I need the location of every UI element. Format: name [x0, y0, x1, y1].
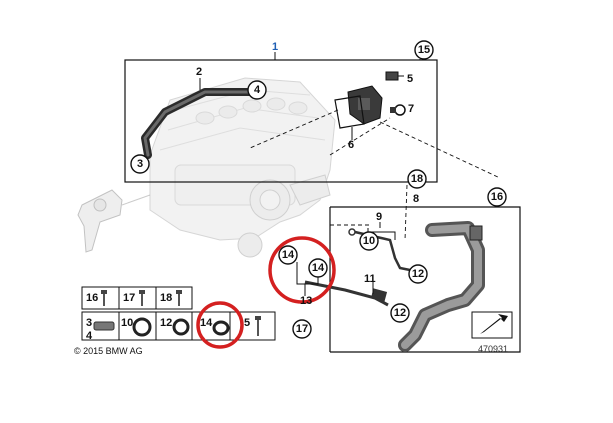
breather-hose-part — [141, 78, 254, 159]
callout-3: 3 — [130, 154, 150, 174]
callout-17: 17 — [292, 319, 312, 339]
table-label-18: 18 — [160, 292, 172, 304]
callout-18: 18 — [407, 169, 427, 189]
label-8: 8 — [413, 193, 419, 205]
table-label-16: 16 — [86, 292, 98, 304]
coolant-pipe-part — [398, 221, 485, 352]
highlight-circles — [196, 236, 336, 349]
upper-assembly-frame — [124, 59, 438, 183]
table-label-12: 12 — [160, 317, 172, 329]
callout-12-upper: 12 — [408, 264, 428, 284]
svg-text:10: 10 — [363, 235, 375, 247]
parts-table-labels: 16 17 18 3 4 10 12 14 5 — [86, 292, 250, 342]
view-direction-box — [471, 311, 513, 339]
table-part-icons — [93, 290, 261, 337]
table-label-10: 10 — [121, 317, 133, 329]
table-label-4: 4 — [86, 330, 93, 342]
svg-text:15: 15 — [418, 44, 430, 56]
coolant-housing-part — [334, 71, 406, 140]
callout-12-lower: 12 — [390, 303, 410, 323]
callout-15: 15 — [414, 40, 434, 60]
svg-text:17: 17 — [296, 323, 308, 335]
label-2: 2 — [196, 66, 202, 78]
svg-text:18: 18 — [411, 173, 423, 185]
svg-text:3: 3 — [137, 158, 143, 170]
top-assembly-label: 1 — [272, 41, 278, 53]
highlight-circle-table — [196, 301, 244, 349]
svg-text:16: 16 — [491, 191, 503, 203]
callout-14-left: 14 — [278, 245, 298, 265]
table-label-3: 3 — [86, 317, 92, 329]
label-7: 7 — [408, 103, 414, 115]
highlight-circle-hose — [268, 236, 336, 304]
high-pressure-pump-illustration — [77, 189, 151, 253]
part-number-labels: 1 2 5 6 7 8 9 11 13 — [196, 41, 419, 307]
label-5: 5 — [407, 73, 413, 85]
label-11: 11 — [364, 273, 376, 285]
svg-text:14: 14 — [312, 262, 325, 274]
small-coolant-line-part — [348, 228, 411, 272]
copyright-text: © 2015 BMW AG — [74, 346, 143, 356]
reference-number: 470931 — [478, 344, 508, 354]
lower-assembly-frame — [330, 206, 521, 353]
coolant-hose-part — [304, 278, 389, 307]
callout-4: 4 — [247, 80, 267, 100]
svg-text:4: 4 — [254, 84, 261, 96]
callout-16: 16 — [487, 187, 507, 207]
callout-10: 10 — [359, 231, 379, 251]
label-9: 9 — [376, 211, 382, 223]
callout-14-right: 14 — [308, 258, 328, 278]
table-label-5: 5 — [244, 317, 250, 329]
parts-table — [81, 286, 276, 341]
label-6: 6 — [348, 139, 354, 151]
svg-text:14: 14 — [282, 249, 295, 261]
engine-block-illustration — [149, 77, 336, 258]
callout-circles: 15 4 3 18 16 10 12 12 14 14 17 — [130, 40, 507, 339]
label-13: 13 — [300, 295, 312, 307]
svg-text:12: 12 — [412, 268, 424, 280]
svg-text:12: 12 — [394, 307, 406, 319]
table-label-14: 14 — [200, 317, 213, 329]
table-label-17: 17 — [123, 292, 135, 304]
